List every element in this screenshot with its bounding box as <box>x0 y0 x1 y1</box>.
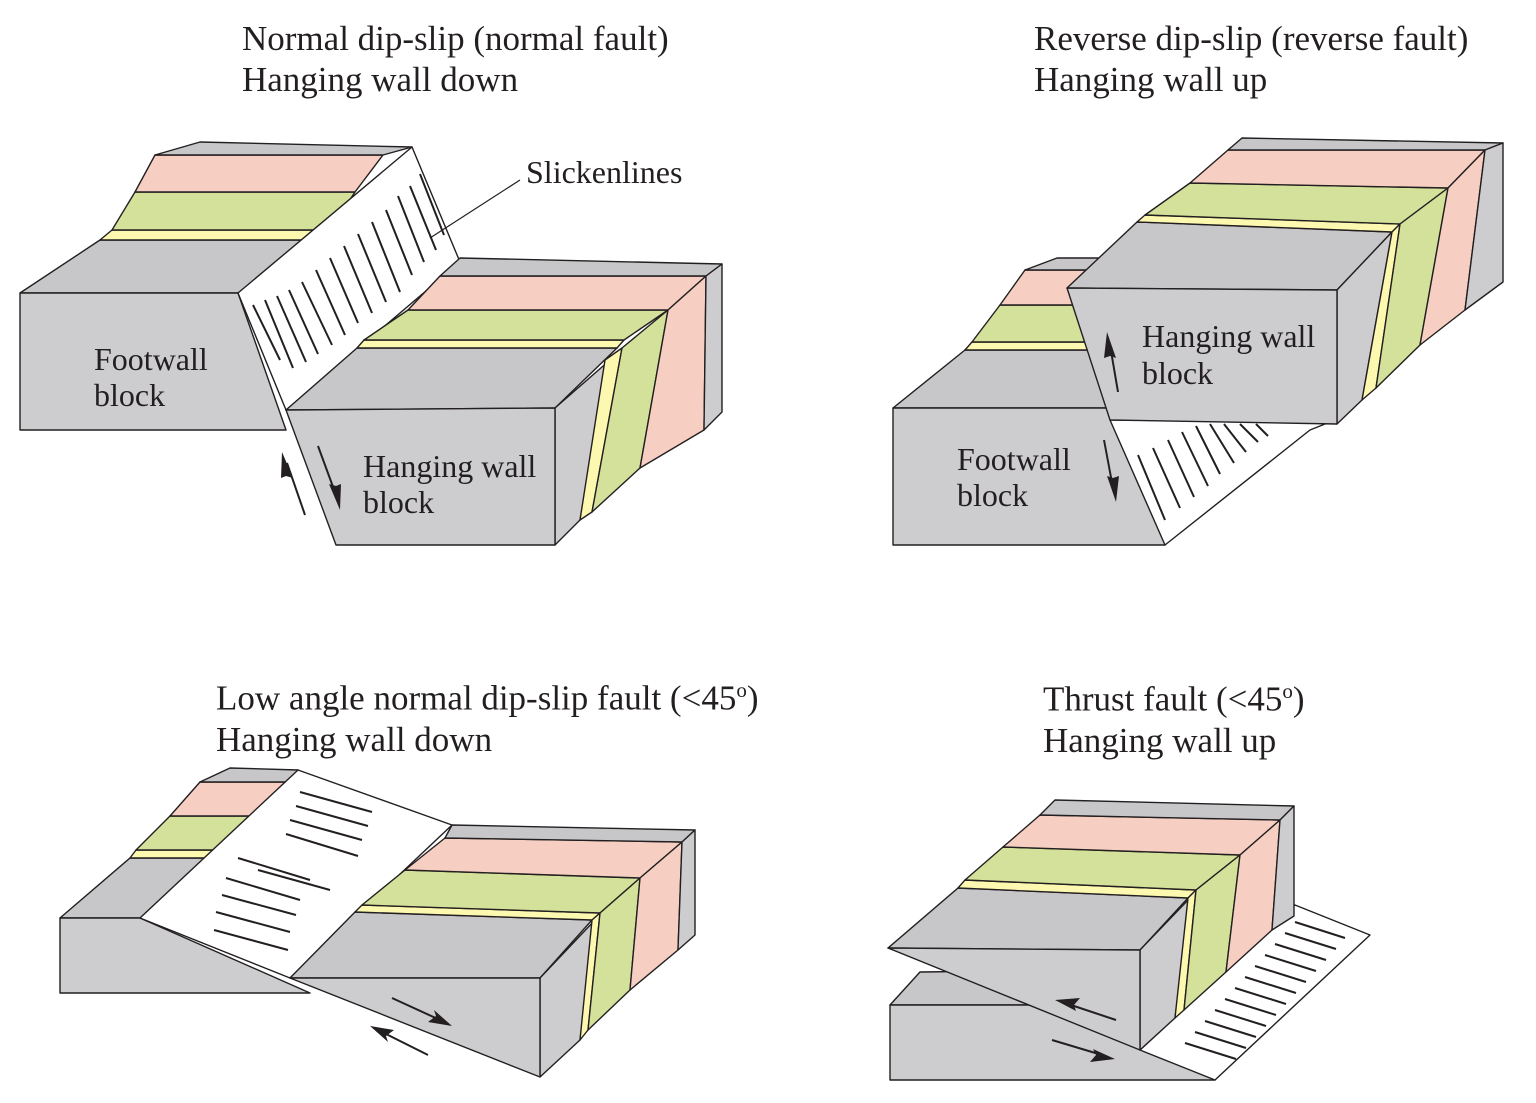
normal-fault-block <box>19 141 723 546</box>
reverse-footwall-label-line1: Footwall <box>957 441 1071 477</box>
normal-hanging-label-line1: Hanging wall <box>363 448 536 484</box>
reverse-fault-block <box>892 137 1504 546</box>
hanging-green-layer <box>363 309 669 341</box>
low-angle-title-text: Low angle normal dip-slip fault (<45 <box>216 678 737 718</box>
footwall-front-face <box>19 292 287 431</box>
degree-superscript: o <box>1282 679 1293 703</box>
normal-footwall-label-line1: Footwall <box>94 341 208 377</box>
hanging-pink-layer <box>1002 814 1281 856</box>
low-angle-fault-title-line1: Low angle normal dip-slip fault (<45o) <box>216 670 758 719</box>
up-arrow-shaft <box>1067 1003 1117 1021</box>
hanging-side-back <box>1271 805 1295 931</box>
reverse-hanging-label-line2: block <box>1142 355 1213 391</box>
normal-fault-arrows <box>281 445 341 516</box>
hanging-pink-layer <box>404 837 683 879</box>
reverse-fault-arrows <box>1103 332 1119 502</box>
hanging-front-face <box>887 947 1141 1051</box>
slickenlines-leader <box>429 179 521 239</box>
hanging-side-back <box>677 829 696 951</box>
slickenlines-label: Slickenlines <box>526 154 682 190</box>
hanging-front-face <box>1066 287 1338 425</box>
up-arrow-head <box>370 1026 394 1042</box>
slickenlines <box>213 791 373 951</box>
footwall-top-back <box>154 141 413 156</box>
thrust-fault-block <box>887 799 1371 1081</box>
degree-superscript: o <box>736 678 747 702</box>
up-arrow-head <box>281 452 293 478</box>
normal-hanging-label-line2: block <box>363 484 434 520</box>
hanging-top-gray <box>1066 221 1393 291</box>
hanging-yellow-layer <box>356 339 625 349</box>
hanging-side-back <box>1464 142 1504 311</box>
thrust-title-text: Thrust fault (<45 <box>1043 679 1283 719</box>
thrust-fault-title-line2: Hanging wall up <box>1043 720 1277 760</box>
footwall-green-layer <box>111 191 356 231</box>
reverse-fault-title: Reverse dip-slip (reverse fault) Hanging… <box>1034 18 1468 100</box>
hanging-front-face <box>289 977 541 1078</box>
footwall-front-face <box>59 917 311 994</box>
down-arrow-head <box>1107 476 1119 502</box>
hanging-pink-layer <box>1189 149 1486 189</box>
up-arrow-head <box>1104 332 1116 358</box>
down-arrow-shaft <box>391 997 441 1021</box>
slickenlines <box>1137 423 1269 521</box>
down-arrow-head <box>1090 1049 1115 1062</box>
thrust-fault-title: Thrust fault (<45o) Hanging wall up <box>1043 671 1305 761</box>
down-arrow-head <box>329 484 341 510</box>
normal-fault-title-line1: Normal dip-slip (normal fault) <box>242 19 669 58</box>
down-arrow-head <box>428 1010 452 1026</box>
low-angle-fault-title-line2: Hanging wall down <box>216 719 493 759</box>
footwall-yellow-layer <box>99 229 331 241</box>
normal-fault-title: Normal dip-slip (normal fault) Hanging w… <box>242 18 669 100</box>
low-angle-title-end: ) <box>746 678 759 718</box>
hanging-top-back <box>439 257 723 277</box>
normal-fault-title-line2: Hanging wall down <box>242 60 519 99</box>
footwall-top-back <box>199 767 299 783</box>
up-arrow-shaft <box>381 1031 429 1056</box>
reverse-hanging-label-line1: Hanging wall <box>1142 318 1315 354</box>
down-arrow-shaft <box>1051 1039 1103 1056</box>
thrust-fault-arrows <box>1051 998 1117 1062</box>
low-angle-fault-arrows <box>370 997 452 1056</box>
thrust-fault-title-line1: Thrust fault (<45o) <box>1043 671 1305 720</box>
footwall-pink-layer <box>134 154 384 193</box>
hanging-front-face <box>285 407 556 546</box>
up-arrow-head <box>1055 998 1080 1011</box>
slickenlines <box>1184 921 1346 1060</box>
hanging-pink-layer <box>407 275 707 311</box>
normal-footwall-label-line2: block <box>94 377 165 413</box>
reverse-footwall-label-line2: block <box>957 477 1028 513</box>
slickenlines <box>252 173 445 369</box>
reverse-fault-title-line2: Hanging wall up <box>1034 60 1268 99</box>
low-angle-fault-title: Low angle normal dip-slip fault (<45o) H… <box>216 670 758 760</box>
hanging-top-gray <box>887 887 1189 951</box>
thrust-title-end: ) <box>1292 679 1305 719</box>
reverse-fault-title-line1: Reverse dip-slip (reverse fault) <box>1034 19 1469 58</box>
hanging-top-back <box>1227 137 1504 151</box>
hanging-side-back <box>703 263 723 431</box>
low-angle-fault-block <box>59 767 696 1078</box>
